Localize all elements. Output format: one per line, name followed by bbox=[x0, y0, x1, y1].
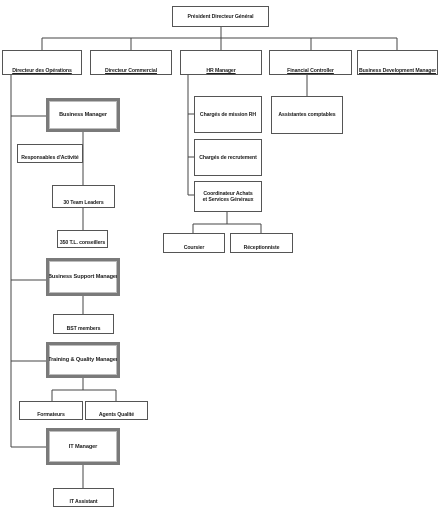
box-coordinateur-achats: Coordinateur Achats et Services Généraux bbox=[194, 181, 262, 212]
box-charge-recrutement: Chargés de recrutement bbox=[194, 139, 262, 176]
box-coursier: Coursier bbox=[163, 233, 225, 253]
box-it-manager: IT Manager bbox=[46, 428, 120, 465]
label-coordinateur-line1: Coordinateur Achats bbox=[203, 190, 253, 197]
box-team-leaders: 30 Team Leaders bbox=[52, 185, 115, 208]
box-assistantes-comptables: Assistantes comptables bbox=[271, 96, 343, 134]
box-charge-mission-rh: Chargés de mission RH bbox=[194, 96, 262, 133]
label-dept-hr: HR Manager bbox=[206, 68, 236, 74]
label-coordinateur-line2: et Services Généraux bbox=[202, 196, 254, 203]
label-charge-recrutement: Chargés de recrutement bbox=[199, 154, 257, 161]
box-formateurs: Formateurs bbox=[19, 401, 83, 420]
label-president: Président Directeur Général bbox=[187, 13, 254, 20]
label-training-quality-manager: Training & Quality Manager bbox=[48, 357, 118, 363]
box-dept-finance: Financial Controller bbox=[269, 50, 352, 75]
label-dept-bizdev: Business Development Manager bbox=[358, 68, 437, 74]
label-team-leaders: 30 Team Leaders bbox=[63, 200, 104, 206]
label-receptionniste: Réceptionniste bbox=[243, 245, 280, 251]
box-dept-commercial: Directeur Commercial bbox=[90, 50, 172, 75]
label-coursier: Coursier bbox=[183, 245, 205, 251]
box-dept-bizdev: Business Development Manager bbox=[357, 50, 438, 75]
label-it-manager: IT Manager bbox=[68, 443, 98, 450]
label-formateurs: Formateurs bbox=[37, 412, 65, 418]
box-training-quality-manager: Training & Quality Manager bbox=[46, 342, 120, 378]
box-bst-members: BST members bbox=[53, 314, 114, 334]
label-tl-conseillers: 350 T.L. conseillers bbox=[59, 240, 106, 246]
box-responsables-activite: Responsables d'Activité bbox=[17, 144, 83, 163]
label-dept-operations: Directeur des Opérations bbox=[12, 68, 72, 74]
label-dept-commercial: Directeur Commercial bbox=[105, 68, 157, 74]
box-receptionniste: Réceptionniste bbox=[230, 233, 293, 253]
box-president: Président Directeur Général bbox=[172, 6, 269, 27]
label-business-manager: Business Manager bbox=[59, 112, 107, 118]
box-dept-operations: Directeur des Opérations bbox=[2, 50, 82, 75]
label-charge-mission-rh: Chargés de mission RH bbox=[199, 111, 257, 118]
box-business-manager: Business Manager bbox=[46, 98, 120, 132]
label-agents-qualite: Agents Qualité bbox=[98, 412, 135, 418]
label-business-support-manager: Business Support Manager bbox=[47, 274, 119, 280]
box-business-support-manager: Business Support Manager bbox=[46, 258, 120, 296]
label-bst-members: BST members bbox=[66, 326, 101, 332]
label-dept-finance: Financial Controller bbox=[287, 68, 334, 74]
box-tl-conseillers: 350 T.L. conseillers bbox=[57, 230, 108, 248]
label-it-assistant: IT Assistant bbox=[69, 499, 98, 505]
label-assistantes-comptables: Assistantes comptables bbox=[278, 112, 336, 118]
box-it-assistant: IT Assistant bbox=[53, 488, 114, 507]
label-responsables-activite: Responsables d'Activité bbox=[21, 155, 79, 161]
box-dept-hr: HR Manager bbox=[180, 50, 262, 75]
box-agents-qualite: Agents Qualité bbox=[85, 401, 148, 420]
